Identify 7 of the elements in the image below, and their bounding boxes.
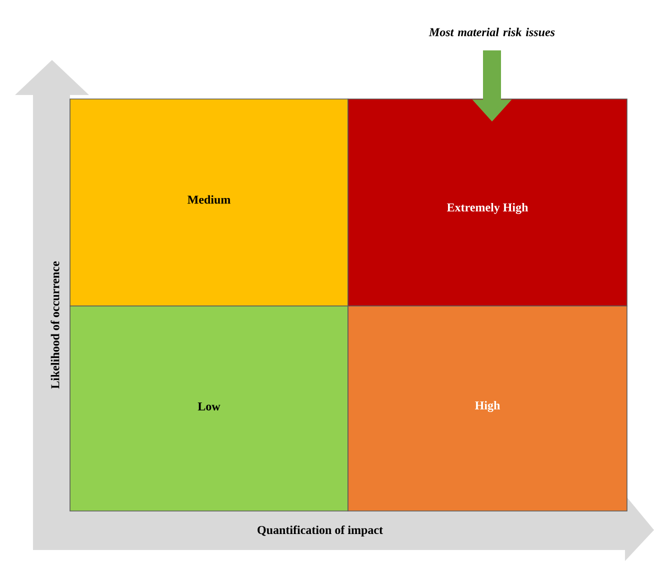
callout-text: Most material risk issues bbox=[428, 28, 555, 36]
risk-quadrant: High bbox=[348, 306, 628, 512]
risk-quadrant: Low bbox=[70, 306, 348, 512]
risk-quadrant: Medium bbox=[70, 98, 348, 306]
risk-quadrant: Extremely High bbox=[348, 98, 628, 306]
axis-label: Quantification of impact bbox=[258, 525, 383, 536]
axis-label: Likelihood of occurrence bbox=[50, 261, 60, 389]
